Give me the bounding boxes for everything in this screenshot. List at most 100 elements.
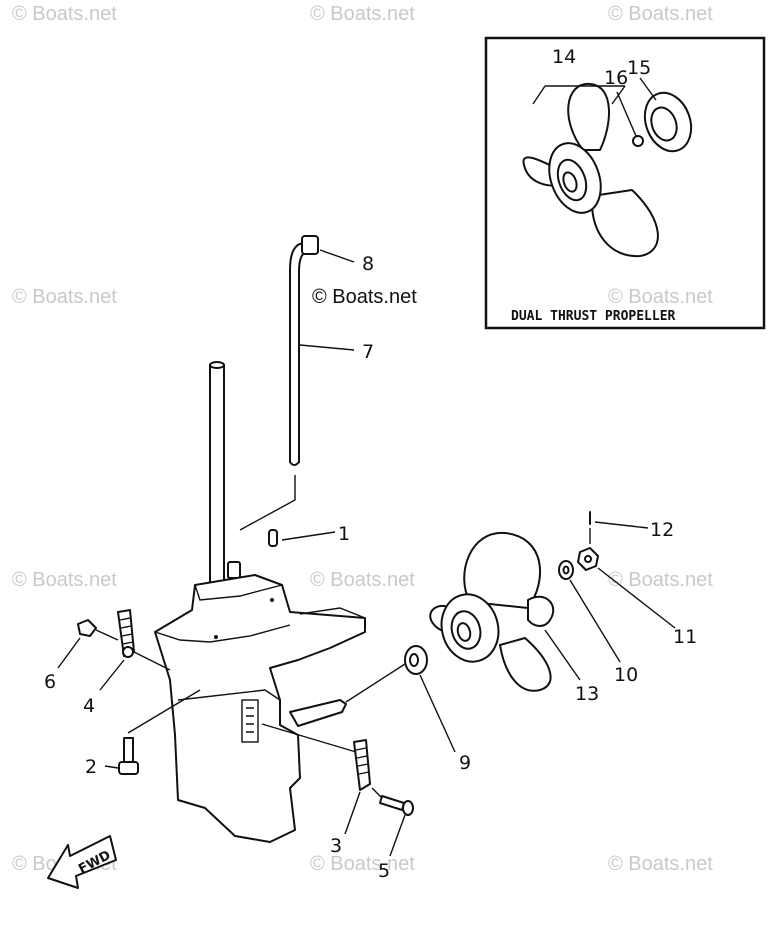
- callout-1: 1: [338, 523, 350, 545]
- propeller-shaft: [289, 699, 347, 727]
- watermark: © Boats.net: [310, 3, 415, 25]
- anode-lower: [261, 723, 414, 857]
- callout-8: 8: [362, 253, 374, 275]
- casing-anti-cavitation-edge: [154, 624, 291, 643]
- leader-7: [299, 344, 355, 351]
- screw-5: [379, 795, 405, 811]
- grommet: [301, 235, 319, 255]
- casing-water-intake: [241, 699, 259, 743]
- inset-blade-lower: [590, 189, 659, 258]
- leader-5: [389, 814, 406, 857]
- callout-4: 4: [83, 695, 95, 717]
- leader-11: [597, 567, 676, 629]
- watermark: © Boats.net: [608, 853, 713, 875]
- watermark: © Boats.net: [608, 286, 713, 308]
- leader-9: [419, 674, 456, 753]
- leader-4: [99, 659, 125, 691]
- casing-bolt-hole: [270, 598, 274, 602]
- fwd-arrow-shape: [47, 835, 117, 889]
- callout-12: 12: [650, 519, 674, 541]
- inset-leader-16: [616, 91, 637, 137]
- casing-bolt-hole: [214, 635, 218, 639]
- copyright-label: © Boats.net: [312, 286, 417, 308]
- casing-plate-edge: [299, 607, 366, 619]
- anode-lower-guide: [261, 723, 357, 753]
- propeller-hub-center: [456, 622, 472, 642]
- watermark: © Boats.net: [310, 569, 415, 591]
- drive-shaft: [209, 361, 241, 593]
- casing-intake-slots: [246, 707, 254, 733]
- bolt-2: [104, 689, 201, 775]
- water-tube-assembly: [239, 235, 355, 531]
- water-tube-outline-b: [298, 251, 309, 463]
- callout-11: 11: [673, 626, 697, 648]
- washer-10-hole: [562, 565, 570, 575]
- bolt-guide: [127, 689, 201, 734]
- inset-washer: [632, 135, 644, 147]
- leader-1: [281, 531, 336, 541]
- watermark: © Boats.net: [608, 3, 713, 25]
- nut-guide: [95, 629, 119, 641]
- fwd-arrow: FWD: [47, 835, 117, 889]
- casing-bullet-line: [177, 689, 281, 701]
- propeller: [429, 531, 581, 692]
- leader-2: [104, 765, 119, 769]
- watermark: © Boats.net: [12, 286, 117, 308]
- casing-top-face: [194, 584, 283, 601]
- dowel-pin-shape: [268, 529, 278, 547]
- inset-dual-thrust: DUAL THRUST PROPELLER 14 16 15: [484, 36, 766, 330]
- leader-12: [594, 521, 649, 529]
- callout-2: 2: [85, 756, 97, 778]
- screw-5-head: [402, 800, 414, 816]
- water-tube-outline-a: [289, 242, 306, 463]
- callout-3: 3: [330, 835, 342, 857]
- anode-upper-guide: [133, 651, 171, 671]
- lower-casing: [154, 574, 366, 843]
- dowel-pin: [268, 529, 336, 547]
- callout-7: 7: [362, 341, 374, 363]
- water-tube-end: [289, 461, 300, 466]
- propeller-blade-lower: [499, 637, 552, 692]
- tube-guide-line: [239, 475, 296, 531]
- screw-guide: [371, 787, 383, 799]
- bolt-shank: [123, 737, 134, 763]
- leader-10: [569, 579, 621, 663]
- thrust-washer-hole: [409, 653, 419, 667]
- leader-6: [57, 637, 81, 669]
- watermark: © Boats.net: [608, 569, 713, 591]
- bolt-head: [118, 761, 139, 775]
- inset-frame: [484, 36, 766, 330]
- inset-callout-15: 15: [627, 57, 651, 79]
- inset-spacer-bore: [650, 106, 678, 142]
- inset-callout-14: 14: [552, 46, 576, 68]
- watermark: © Boats.net: [12, 3, 117, 25]
- nut-washer-pin: [558, 511, 676, 663]
- callout-13: 13: [575, 683, 599, 705]
- tube-seal: [227, 561, 241, 579]
- inset-leader-15: [639, 77, 657, 101]
- drive-shaft-top: [209, 361, 225, 369]
- callout-9: 9: [459, 752, 471, 774]
- nut-6: [77, 619, 97, 637]
- anode-upper-screw: [122, 646, 134, 658]
- callout-6: 6: [44, 671, 56, 693]
- inset-blade-upper: [567, 82, 610, 151]
- watermark: © Boats.net: [12, 569, 117, 591]
- watermark: © Boats.net: [310, 853, 415, 875]
- nut-11-hole: [584, 555, 592, 563]
- anode-lower-ridges: [355, 747, 370, 775]
- leader-3: [344, 791, 361, 835]
- anode-upper-ridges: [119, 617, 134, 645]
- thrust-washer: [345, 645, 456, 753]
- inset-title: DUAL THRUST PROPELLER: [511, 309, 676, 324]
- leader-8: [319, 249, 355, 263]
- callout-5: 5: [378, 860, 390, 882]
- inset-callout-16: 16: [604, 67, 628, 89]
- callout-10: 10: [614, 664, 638, 686]
- propeller-hub-back: [527, 595, 555, 627]
- propeller-blade-upper: [463, 531, 542, 609]
- inset-hub-center: [562, 171, 578, 193]
- callouts: 1 2 3 4 5 6 7 8 9 10 11 12 13: [44, 253, 697, 882]
